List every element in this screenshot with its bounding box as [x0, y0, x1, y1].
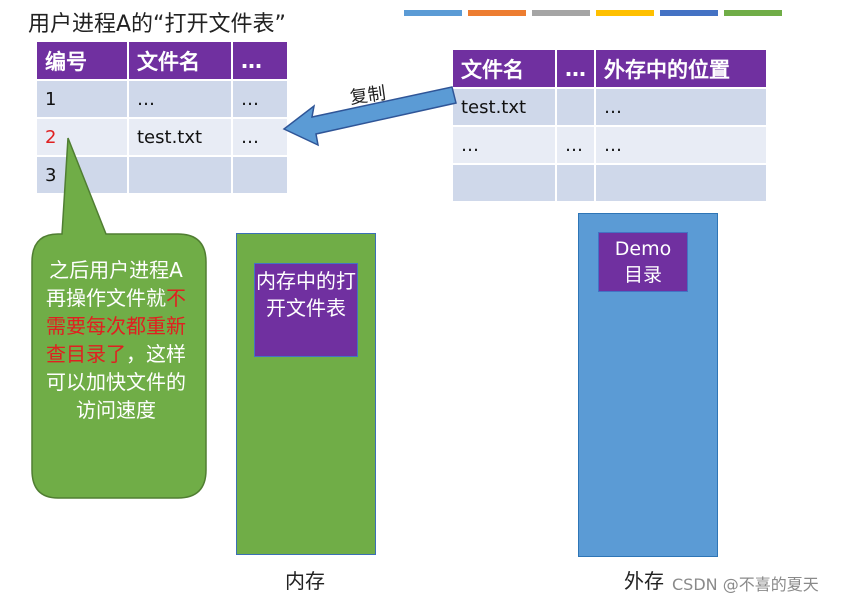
table-cell: … [451, 125, 557, 165]
callout-bubble [31, 137, 207, 499]
table-cell [555, 87, 596, 127]
memory-label: 内存 [285, 569, 325, 593]
copy-arrow-shape [282, 86, 457, 147]
column-header-number: 编号 [35, 40, 129, 81]
column-header-ellipsis: … [555, 48, 596, 89]
color-strip [404, 10, 782, 16]
copy-arrow [282, 86, 457, 147]
table-cell [555, 163, 596, 203]
table-cell-highlighted-number: 2 [35, 117, 129, 157]
copy-label: 复制 [348, 82, 388, 109]
disk-label: 外存 [624, 569, 664, 593]
color-strip-segment-4 [596, 10, 654, 16]
table-cell: test.txt [451, 87, 557, 127]
diagram-title: 用户进程A的“打开文件表” [28, 12, 286, 37]
callout-text-part2: ，这样可以加快文件的访问速度 [46, 342, 186, 422]
table-cell [231, 155, 289, 195]
color-strip-segment-3 [532, 10, 590, 16]
column-header-disk-location: 外存中的位置 [594, 48, 768, 89]
demo-directory-label: 目录 [623, 264, 662, 286]
column-header-filename: 文件名 [127, 40, 233, 81]
demo-directory-box: Demo 目录 [598, 232, 688, 292]
table-header-row: 编号 文件名 … [35, 40, 289, 81]
table-row: 3 [35, 155, 289, 195]
column-header-filename: 文件名 [451, 48, 557, 89]
table-cell: … [231, 117, 289, 157]
callout-text-highlight: 不需要每次都重新查目录了 [46, 286, 186, 366]
table-cell: … [555, 125, 596, 165]
process-open-file-table: 编号 文件名 … 1 … … 2 test.txt … 3 [35, 40, 289, 195]
watermark: CSDN @不喜的夏天 [672, 575, 819, 594]
table-cell: … [594, 125, 768, 165]
table-cell [127, 155, 233, 195]
color-strip-segment-6 [724, 10, 782, 16]
table-cell: … [594, 87, 768, 127]
table-row: 2 test.txt … [35, 117, 289, 157]
table-cell: … [127, 79, 233, 119]
table-row [451, 163, 768, 203]
table-cell: test.txt [127, 117, 233, 157]
color-strip-segment-5 [660, 10, 718, 16]
memory-open-file-table-box: 内存中的打开文件表 [254, 263, 358, 357]
callout-text: 之后用户进程A再操作文件就不需要每次都重新查目录了，这样可以加快文件的访问速度 [40, 256, 192, 424]
demo-directory-name: Demo [614, 238, 672, 260]
table-header-row: 文件名 … 外存中的位置 [451, 48, 768, 89]
callout-shape [31, 137, 207, 499]
table-cell: … [231, 79, 289, 119]
directory-table: 文件名 … 外存中的位置 test.txt … … … … [451, 48, 768, 203]
table-row: … … … [451, 125, 768, 165]
color-strip-segment-1 [404, 10, 462, 16]
callout-text-part1: 之后用户进程A再操作文件就 [46, 258, 183, 310]
table-row: 1 … … [35, 79, 289, 119]
table-cell [594, 163, 768, 203]
column-header-ellipsis: … [231, 40, 289, 81]
table-row: test.txt … [451, 87, 768, 127]
table-cell: 1 [35, 79, 129, 119]
color-strip-segment-2 [468, 10, 526, 16]
table-cell [451, 163, 557, 203]
